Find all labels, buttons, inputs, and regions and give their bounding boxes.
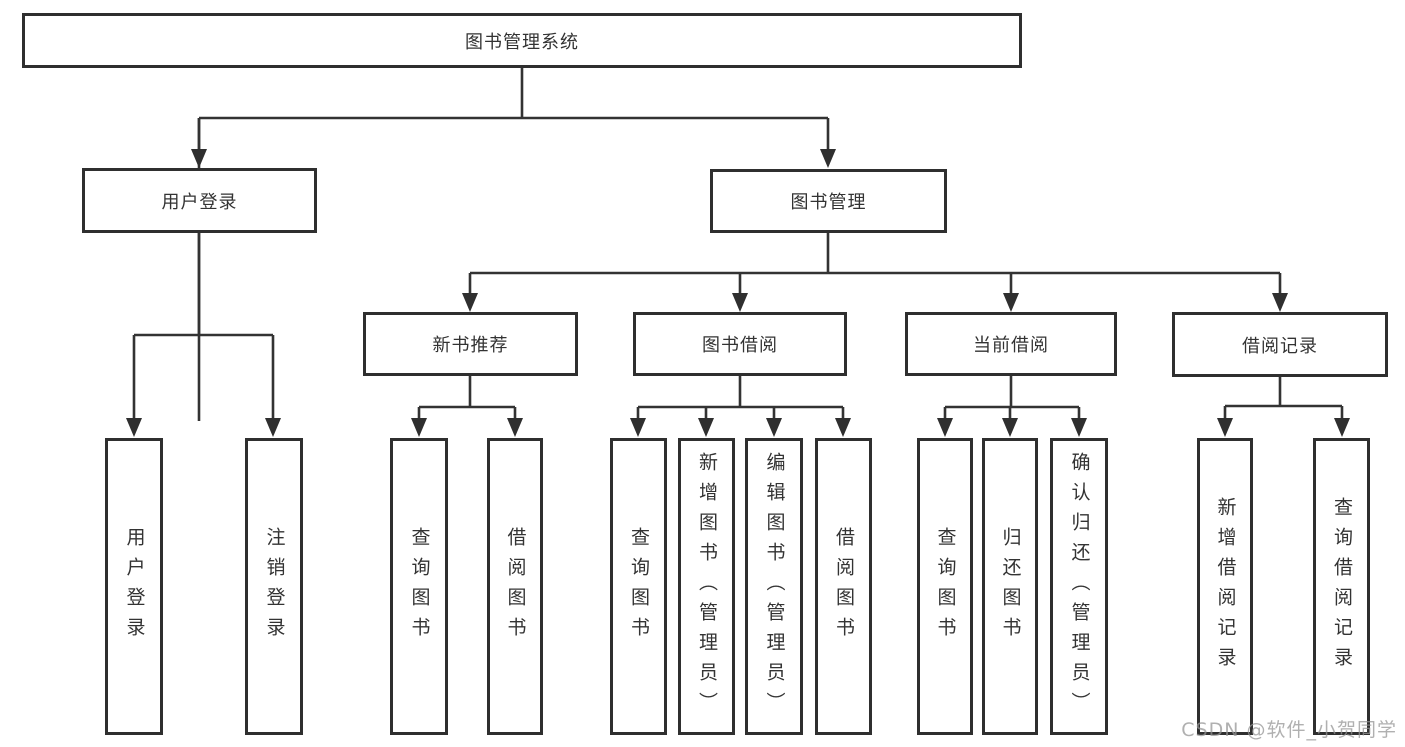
leaf-newbooks-query-books-label: 查询图书 <box>408 526 431 647</box>
leaf-newbooks-borrow-books-label: 借阅图书 <box>504 526 527 647</box>
node-user-login-label: 用户登录 <box>161 191 238 213</box>
node-new-book-recommend-label: 新书推荐 <box>432 335 509 356</box>
leaf-borrow-borrow-books: 借阅图书 <box>815 438 872 735</box>
leaf-newbooks-borrow-books: 借阅图书 <box>487 438 543 735</box>
leaf-user-login-label: 用户登录 <box>123 526 146 647</box>
leaf-records-query-record-label: 查询借阅记录 <box>1331 496 1353 677</box>
node-current-borrow: 当前借阅 <box>905 312 1117 376</box>
node-root: 图书管理系统 <box>22 13 1022 68</box>
leaf-user-login: 用户登录 <box>105 438 163 735</box>
leaf-borrow-edit-books-admin-label: 编辑图书（管理员） <box>763 451 786 722</box>
arrowheads <box>126 149 1350 437</box>
node-book-management-label: 图书管理 <box>790 192 867 213</box>
node-user-login: 用户登录 <box>82 168 317 233</box>
node-root-label: 图书管理系统 <box>465 31 579 53</box>
leaf-borrow-query-books: 查询图书 <box>610 438 667 735</box>
leaf-records-add-record: 新增借阅记录 <box>1197 438 1253 735</box>
leaf-borrow-query-books-label: 查询图书 <box>628 526 650 647</box>
leaf-current-confirm-return-admin: 确认归还（管理员） <box>1050 438 1108 735</box>
node-book-borrow-label: 图书借阅 <box>702 335 778 356</box>
leaf-borrow-add-books-admin: 新增图书（管理员） <box>678 438 735 735</box>
leaf-records-query-record: 查询借阅记录 <box>1313 438 1370 735</box>
leaf-newbooks-query-books: 查询图书 <box>390 438 448 735</box>
node-book-borrow: 图书借阅 <box>633 312 847 376</box>
node-book-management: 图书管理 <box>710 169 947 233</box>
leaf-current-return-books-label: 归还图书 <box>999 526 1022 647</box>
leaf-borrow-borrow-books-label: 借阅图书 <box>833 526 855 647</box>
leaf-current-confirm-return-admin-label: 确认归还（管理员） <box>1068 451 1091 722</box>
leaf-current-return-books: 归还图书 <box>982 438 1038 735</box>
node-current-borrow-label: 当前借阅 <box>973 335 1049 356</box>
leaf-borrow-edit-books-admin: 编辑图书（管理员） <box>745 438 803 735</box>
node-new-book-recommend: 新书推荐 <box>363 312 578 376</box>
leaf-logout: 注销登录 <box>245 438 303 735</box>
leaf-logout-label: 注销登录 <box>263 526 286 647</box>
leaf-current-query-books-label: 查询图书 <box>934 526 957 647</box>
csdn-watermark: CSDN @软件_小贺同学 <box>1181 719 1397 741</box>
leaf-records-add-record-label: 新增借阅记录 <box>1214 496 1237 677</box>
node-borrow-records: 借阅记录 <box>1172 312 1388 377</box>
node-borrow-records-label: 借阅记录 <box>1242 335 1318 357</box>
leaf-current-query-books: 查询图书 <box>917 438 973 735</box>
leaf-borrow-add-books-admin-label: 新增图书（管理员） <box>696 451 718 722</box>
